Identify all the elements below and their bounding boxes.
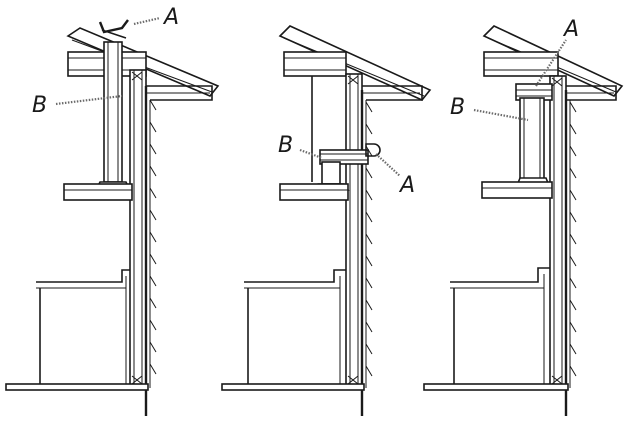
label-b-middle: B (278, 133, 293, 158)
roof-cap-left (98, 19, 129, 34)
hood-middle (279, 183, 350, 201)
label-a-middle: A (398, 173, 415, 198)
duct-middle (319, 143, 381, 185)
floor-middle (221, 383, 365, 391)
wall-middle (311, 73, 373, 416)
wall-cap-middle (365, 143, 381, 157)
leader-a-middle (375, 153, 401, 177)
leader-a-left (133, 16, 161, 26)
cabinet-left (36, 269, 130, 384)
duct-right (515, 83, 553, 185)
wall-left (129, 69, 157, 416)
label-a-right: A (562, 17, 579, 42)
hood-left (63, 181, 133, 201)
leader-b-middle (299, 148, 323, 160)
leader-a-right (535, 39, 567, 87)
floor-left (5, 383, 149, 391)
label-b-left: B (32, 93, 47, 118)
floor-right (423, 383, 569, 391)
leader-b-right (473, 108, 529, 122)
label-a-left: A (162, 5, 179, 30)
hood-right (481, 177, 553, 199)
roof-middle (278, 25, 432, 101)
panel-right: A B (423, 17, 624, 416)
panel-left: A B (5, 5, 220, 416)
wall-right (549, 75, 577, 416)
panel-middle: B A (221, 25, 432, 416)
duct-left (98, 19, 129, 183)
cabinet-right (450, 267, 550, 384)
leader-b-left (55, 94, 123, 106)
cabinet-middle (244, 269, 346, 384)
label-b-right: B (450, 95, 465, 120)
